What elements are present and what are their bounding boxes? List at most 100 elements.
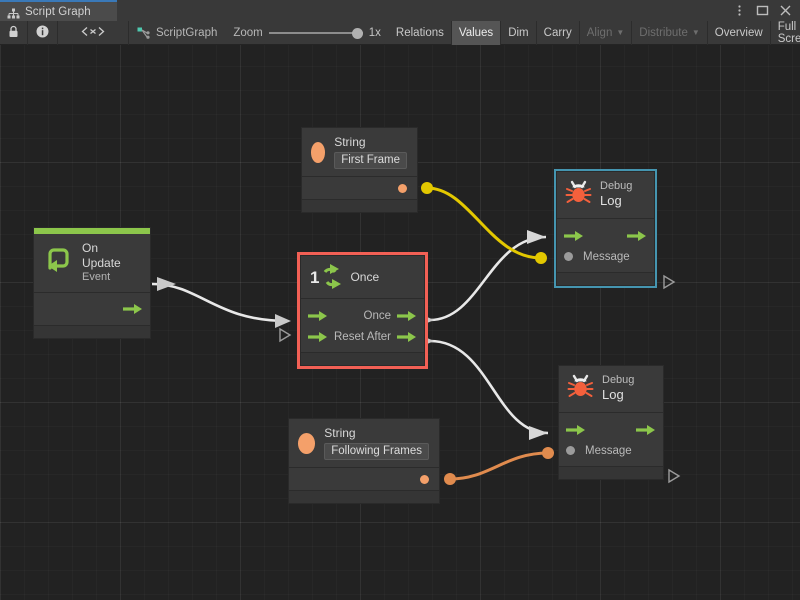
relations-button[interactable]: Relations bbox=[389, 21, 452, 45]
node-header: String First Frame bbox=[302, 128, 417, 177]
port-indicator-debuglog-bottom-out-unconnected[interactable] bbox=[667, 468, 681, 484]
node-title: Once bbox=[350, 269, 380, 284]
close-icon[interactable] bbox=[779, 4, 792, 17]
wire-endpoint-message-bottom bbox=[542, 447, 554, 459]
align-dropdown[interactable]: Align ▼ bbox=[580, 21, 633, 45]
chevron-down-icon: ▼ bbox=[691, 28, 700, 37]
node-on-update[interactable]: On Update Event bbox=[33, 227, 151, 339]
node-body: Message bbox=[559, 413, 663, 466]
node-header: 1 Once bbox=[301, 256, 424, 299]
port-row-value-out[interactable] bbox=[289, 468, 439, 490]
port-out-flow[interactable] bbox=[627, 230, 647, 242]
hierarchy-icon bbox=[7, 6, 20, 19]
string-value-icon bbox=[311, 141, 326, 163]
port-row-message[interactable]: Message bbox=[557, 246, 654, 267]
node-title-group: On Update Event bbox=[82, 241, 140, 285]
overview-button[interactable]: Overview bbox=[708, 21, 771, 45]
maximize-icon[interactable] bbox=[756, 4, 769, 17]
wire-endpoint-string-first bbox=[421, 182, 433, 194]
flow-arrow-icon bbox=[397, 310, 416, 321]
dim-label: Dim bbox=[508, 27, 529, 39]
window-controls bbox=[733, 0, 800, 21]
code-view-button[interactable] bbox=[58, 21, 129, 45]
port-out-flow[interactable] bbox=[123, 303, 143, 315]
node-subtitle: Log bbox=[600, 193, 622, 209]
port-row-message[interactable]: Message bbox=[559, 440, 663, 461]
full-screen-label: Full Screen bbox=[777, 21, 800, 45]
tab-script-graph[interactable]: Script Graph bbox=[0, 0, 117, 21]
node-body bbox=[302, 177, 417, 199]
carry-button[interactable]: Carry bbox=[537, 21, 580, 45]
port-row-flow-out[interactable] bbox=[34, 299, 150, 320]
wire-after-to-debuglog-bottom bbox=[429, 339, 549, 435]
values-label: Values bbox=[458, 27, 494, 39]
port-row-reset-after[interactable]: Reset After bbox=[301, 326, 424, 347]
align-label: Align bbox=[586, 27, 613, 39]
distribute-label: Distribute bbox=[639, 27, 688, 39]
node-title-group: String First Frame bbox=[334, 135, 407, 169]
node-string-first-frame[interactable]: String First Frame bbox=[301, 127, 418, 213]
distribute-dropdown[interactable]: Distribute ▼ bbox=[632, 21, 708, 45]
flow-arrow-icon bbox=[308, 331, 327, 342]
node-once[interactable]: 1 Once bbox=[297, 252, 428, 369]
port-row-value-out[interactable] bbox=[302, 177, 417, 199]
port-in-flow[interactable] bbox=[564, 230, 584, 242]
chevron-down-icon: ▼ bbox=[616, 28, 625, 37]
once-counter-icon: 1 bbox=[310, 264, 342, 290]
dim-button[interactable]: Dim bbox=[501, 21, 537, 45]
wire-endpoint-message-top bbox=[535, 252, 547, 264]
flow-arrow-icon bbox=[308, 310, 327, 321]
port-in-flow[interactable] bbox=[566, 424, 586, 436]
port-in-message[interactable]: Message bbox=[564, 251, 630, 263]
node-accent-bar bbox=[34, 228, 150, 234]
node-footer bbox=[557, 272, 654, 285]
once-counter-number: 1 bbox=[310, 267, 320, 287]
node-debug-log-top[interactable]: Debug Log bbox=[554, 169, 657, 288]
port-out-once[interactable]: Once bbox=[364, 310, 418, 322]
node-footer bbox=[289, 490, 439, 503]
carry-label: Carry bbox=[543, 27, 572, 39]
port-in-message[interactable]: Message bbox=[566, 445, 632, 457]
port-row-flow[interactable] bbox=[559, 419, 663, 440]
zoom-control[interactable]: Zoom 1x bbox=[225, 21, 389, 45]
node-string-following-frames[interactable]: String Following Frames bbox=[288, 418, 440, 504]
port-in-enter[interactable] bbox=[308, 310, 334, 322]
overview-label: Overview bbox=[714, 27, 763, 39]
port-indicator-reset-unconnected[interactable] bbox=[278, 327, 292, 343]
zoom-slider-knob[interactable] bbox=[351, 27, 363, 39]
node-title: Debug bbox=[600, 179, 633, 192]
bug-icon bbox=[567, 373, 594, 405]
info-button[interactable] bbox=[28, 21, 58, 45]
flow-arrow-icon bbox=[397, 331, 416, 342]
port-out-after[interactable]: After bbox=[367, 331, 417, 343]
node-debug-log-bottom[interactable]: Debug Log bbox=[558, 365, 664, 480]
node-subtitle: Event bbox=[82, 271, 111, 283]
value-port-dot[interactable] bbox=[420, 474, 429, 484]
values-button[interactable]: Values bbox=[451, 21, 502, 45]
port-row-enter-once[interactable]: Once bbox=[301, 305, 424, 326]
kebab-menu-icon[interactable] bbox=[733, 4, 746, 17]
graph-name-group[interactable]: ScriptGraph bbox=[129, 21, 225, 45]
port-out-flow[interactable] bbox=[636, 424, 656, 436]
string-value-field[interactable]: First Frame bbox=[334, 152, 407, 169]
string-value-field[interactable]: Following Frames bbox=[324, 443, 429, 460]
node-body bbox=[34, 292, 150, 325]
zoom-slider[interactable] bbox=[268, 26, 363, 40]
angle-brackets-icon bbox=[80, 26, 106, 40]
event-loop-icon bbox=[43, 246, 73, 279]
port-indicator-debuglog-top-out-unconnected[interactable] bbox=[662, 274, 676, 290]
value-port-dot[interactable] bbox=[398, 183, 407, 193]
port-in-message-label: Message bbox=[585, 444, 632, 457]
node-header: Debug Log bbox=[557, 172, 654, 219]
wire-string-following-to-message bbox=[449, 451, 549, 481]
node-title: On Update bbox=[82, 241, 121, 270]
full-screen-button[interactable]: Full Screen bbox=[771, 21, 800, 45]
port-in-reset[interactable]: Reset bbox=[308, 331, 364, 343]
zoom-slider-track bbox=[268, 32, 363, 34]
lock-button[interactable] bbox=[0, 21, 28, 45]
bug-icon bbox=[565, 179, 592, 211]
graph-canvas[interactable]: On Update Event bbox=[0, 45, 800, 600]
port-row-flow[interactable] bbox=[557, 225, 654, 246]
script-graph-icon bbox=[137, 27, 150, 40]
port-out-after-label: After bbox=[366, 330, 391, 343]
